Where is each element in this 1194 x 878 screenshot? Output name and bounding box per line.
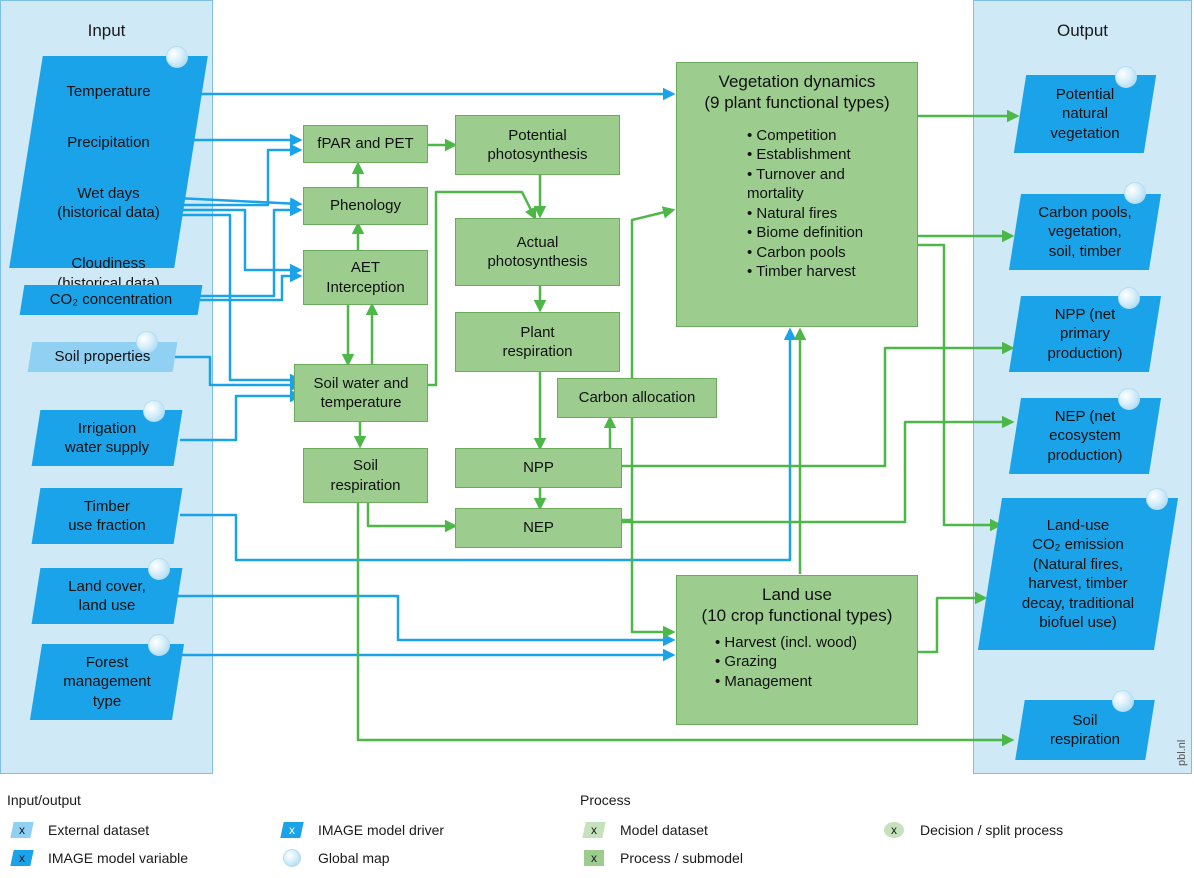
output-nep: NEP (net ecosystem production): [1008, 398, 1162, 474]
globe-icon: [143, 400, 165, 422]
globe-icon: [148, 558, 170, 580]
process-phenology: Phenology: [303, 187, 428, 225]
flow-soilresp-nep: [366, 502, 458, 533]
vegetation-title: Vegetation dynamics (9 plant functional …: [704, 72, 890, 113]
legend-process-submodel: x Process / submodel: [584, 850, 743, 866]
land-use-item: Harvest (incl. wood): [715, 633, 917, 653]
flow-nep-landuse2: [630, 520, 676, 639]
input-irrigation: Irrigation water supply: [31, 410, 183, 466]
process-aet: AET Interception: [303, 250, 428, 305]
flow-nep-out: [622, 415, 1015, 524]
globe-icon: [1146, 488, 1168, 510]
process-soil-water: Soil water and temperature: [294, 364, 428, 422]
land-use-title: Land use (10 crop functional types): [701, 585, 893, 626]
flow-npp-out: [622, 341, 1015, 468]
globe-icon: [283, 849, 301, 867]
process-nep: NEP: [455, 508, 622, 548]
input-soil-properties: Soil properties: [27, 342, 178, 372]
output-carbon-pools: Carbon pools, vegetation, soil, timber: [1008, 194, 1162, 270]
process-potential-photosynthesis: Potential photosynthesis: [455, 115, 620, 175]
vegetation-item: Natural fires: [747, 204, 917, 224]
flow-cloudiness-aet: [180, 208, 303, 277]
land-use-item: Grazing: [715, 652, 917, 672]
globe-icon: [136, 331, 158, 353]
flow-co2-aet: [200, 269, 303, 302]
input-panel-title: Input: [87, 21, 126, 40]
climate-inputs: Temperature Precipitation Wet days (hist…: [9, 56, 208, 292]
flow-soilprops-soilwater: [175, 355, 303, 392]
legend-global-map: Global map: [282, 849, 390, 867]
legend-external-dataset: x External dataset: [10, 822, 149, 838]
vegetation-dynamics: Vegetation dynamics (9 plant functional …: [676, 62, 918, 327]
output-panel-title: Output: [1056, 21, 1109, 40]
legend-model-driver: x IMAGE model driver: [280, 822, 444, 838]
process-plant-respiration: Plant respiration: [455, 312, 620, 372]
legend-io-header: Input/output: [7, 792, 81, 808]
globe-icon: [148, 634, 170, 656]
flow-cloudiness-fpar: [180, 143, 303, 207]
input-precipitation: Precipitation: [67, 133, 150, 151]
flow-soilwater-actphoto: [428, 190, 537, 387]
process-soil-respiration: Soil respiration: [303, 448, 428, 503]
output-land-use-co2: Land-use CO₂ emission (Natural fires, ha…: [977, 498, 1179, 650]
input-timber: Timber use fraction: [31, 488, 183, 544]
globe-icon: [166, 46, 188, 68]
flow-cloudiness-soilwater: [180, 213, 303, 387]
flow-nep-landuse: [622, 206, 676, 522]
legend-model-dataset: x Model dataset: [582, 822, 708, 838]
flow-soilresp-out: [356, 502, 1015, 747]
vegetation-list: Competition Establishment Turnover and m…: [677, 126, 917, 282]
flow-landuse-landuseco2: [918, 591, 988, 654]
flow-co2-phenology: [200, 203, 303, 298]
input-forest: Forest management type: [29, 644, 185, 720]
globe-icon: [1118, 287, 1140, 309]
vegetation-item: Competition: [747, 126, 917, 146]
vegetation-item: Biome definition: [747, 223, 917, 243]
vegetation-item: Turnover and mortality: [747, 165, 917, 204]
input-co2: CO₂ concentration: [19, 285, 203, 315]
input-temperature: Temperature: [66, 82, 151, 100]
flow-timber-vegetation: [180, 327, 797, 562]
flow-wetdays-phenology: [175, 196, 303, 210]
vegetation-item: Carbon pools: [747, 243, 917, 263]
globe-icon: [1124, 182, 1146, 204]
output-pnv: Potential natural vegetation: [1013, 75, 1157, 153]
legend-process-header: Process: [580, 792, 631, 808]
land-use: Land use (10 crop functional types) Harv…: [676, 575, 918, 725]
process-fpar: fPAR and PET: [303, 125, 428, 163]
land-use-item: Management: [715, 672, 917, 692]
output-soil-respiration: Soil respiration: [1015, 700, 1155, 760]
flow-irrigation-soilwater: [180, 389, 303, 442]
process-carbon-allocation: Carbon allocation: [557, 378, 717, 418]
process-actual-photosynthesis: Actual photosynthesis: [455, 218, 620, 286]
vegetation-item: Timber harvest: [747, 262, 917, 282]
legend-decision: x Decision / split process: [884, 822, 1063, 838]
globe-icon: [1118, 388, 1140, 410]
vegetation-item: Establishment: [747, 145, 917, 165]
land-use-list: Harvest (incl. wood) Grazing Management: [677, 633, 917, 692]
legend-model-variable: x IMAGE model variable: [10, 850, 188, 866]
flow-vegetation-landuseco2: [918, 243, 1003, 532]
input-wet-days: Wet days (historical data): [57, 184, 160, 222]
input-land-cover: Land cover, land use: [31, 568, 183, 624]
process-npp: NPP: [455, 448, 622, 488]
globe-icon: [1115, 66, 1137, 88]
globe-icon: [1112, 690, 1134, 712]
flow-landcover-landuse: [175, 594, 676, 647]
output-npp: NPP (net primary production): [1008, 296, 1162, 372]
